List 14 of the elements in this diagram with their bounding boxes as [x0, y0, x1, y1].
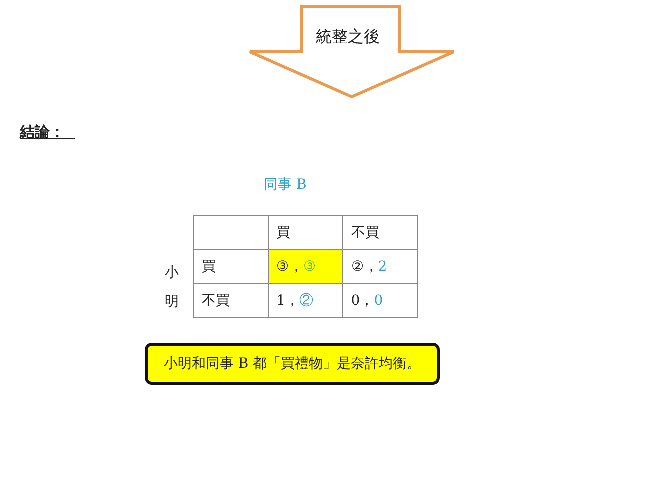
table-cell: 不買: [194, 284, 268, 318]
section-heading: 結論：: [20, 123, 66, 142]
payoff-cell: 0，0: [342, 284, 418, 318]
table-cell: 不買: [342, 216, 418, 250]
row-player-label: 小: [165, 264, 179, 282]
conclusion-text: 小明和同事 B 都「買禮物」是奈許均衡。: [164, 355, 422, 373]
payoff-cell: 1，②: [268, 284, 343, 318]
column-player-label: 同事 B: [264, 176, 307, 194]
row-player-label: 明: [165, 293, 179, 311]
conclusion-box: [145, 343, 440, 385]
table-cell: 買: [194, 250, 268, 284]
payoff-cell: ③，③: [268, 250, 343, 284]
payoff-cell: ②，2: [342, 250, 418, 284]
arrow-label: 統整之後: [316, 27, 380, 48]
